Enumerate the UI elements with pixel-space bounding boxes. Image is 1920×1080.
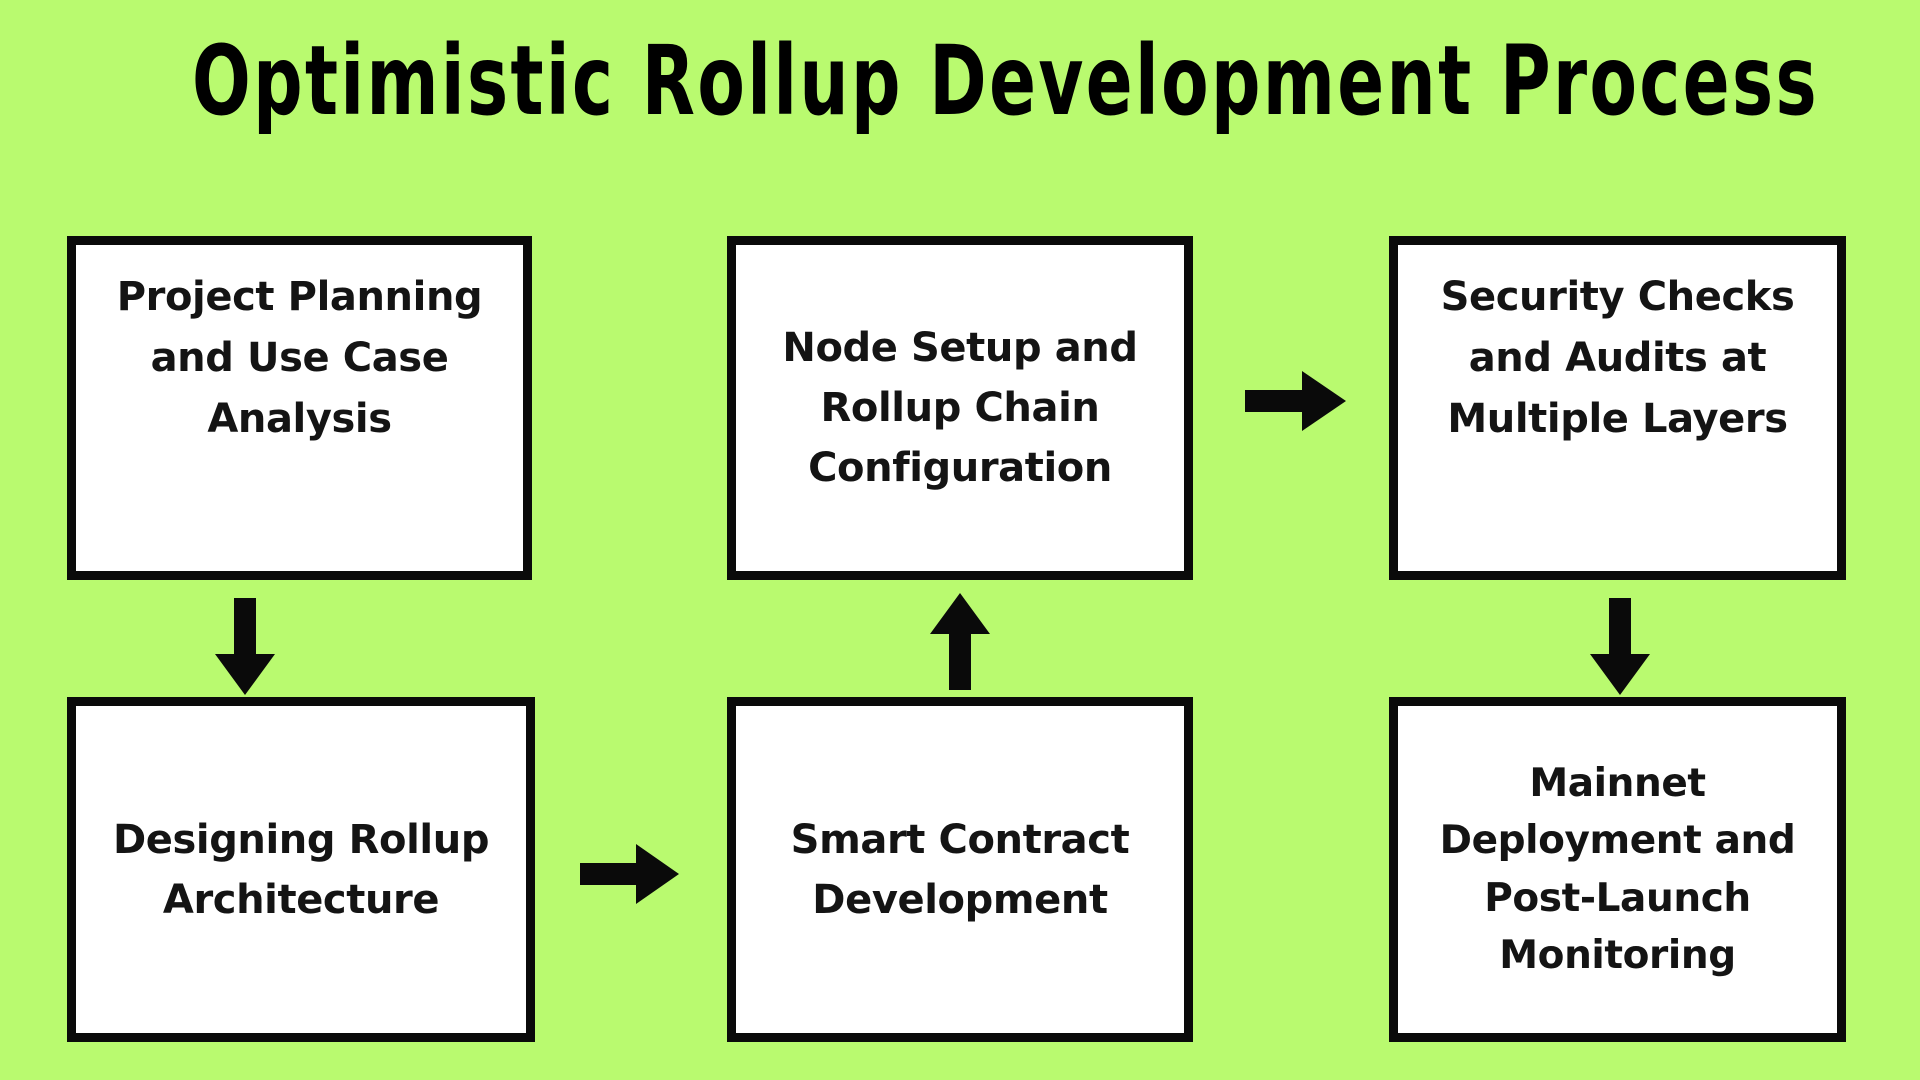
process-node-label: Security Checks and Audits at Multiple L… (1440, 274, 1795, 442)
process-node-mainnet-deployment[interactable]: Mainnet Deployment and Post-Launch Monit… (1389, 697, 1846, 1042)
process-node-label: Mainnet Deployment and Post-Launch Monit… (1439, 760, 1796, 978)
process-node-designing-architecture[interactable]: Designing Rollup Architecture (67, 697, 535, 1042)
process-node-label: Project Planning and Use Case Analysis (116, 274, 483, 442)
arrow-down-icon (1589, 598, 1651, 696)
process-node-label: Smart Contract Development (790, 816, 1130, 923)
process-node-label: Designing Rollup Architecture (112, 816, 490, 923)
process-node-node-setup[interactable]: Node Setup and Rollup Chain Configuratio… (727, 236, 1193, 580)
arrow-right-icon (580, 843, 680, 905)
process-node-label: Node Setup and Rollup Chain Configuratio… (782, 325, 1138, 491)
arrow-up-icon (929, 592, 991, 690)
process-node-project-planning[interactable]: Project Planning and Use Case Analysis (67, 236, 532, 580)
process-node-smart-contract[interactable]: Smart Contract Development (727, 697, 1193, 1042)
arrow-down-icon (214, 598, 276, 696)
page-title: Optimistic Rollup Development Process (192, 25, 1820, 137)
process-node-security-checks[interactable]: Security Checks and Audits at Multiple L… (1389, 236, 1846, 580)
arrow-right-icon (1245, 370, 1347, 432)
